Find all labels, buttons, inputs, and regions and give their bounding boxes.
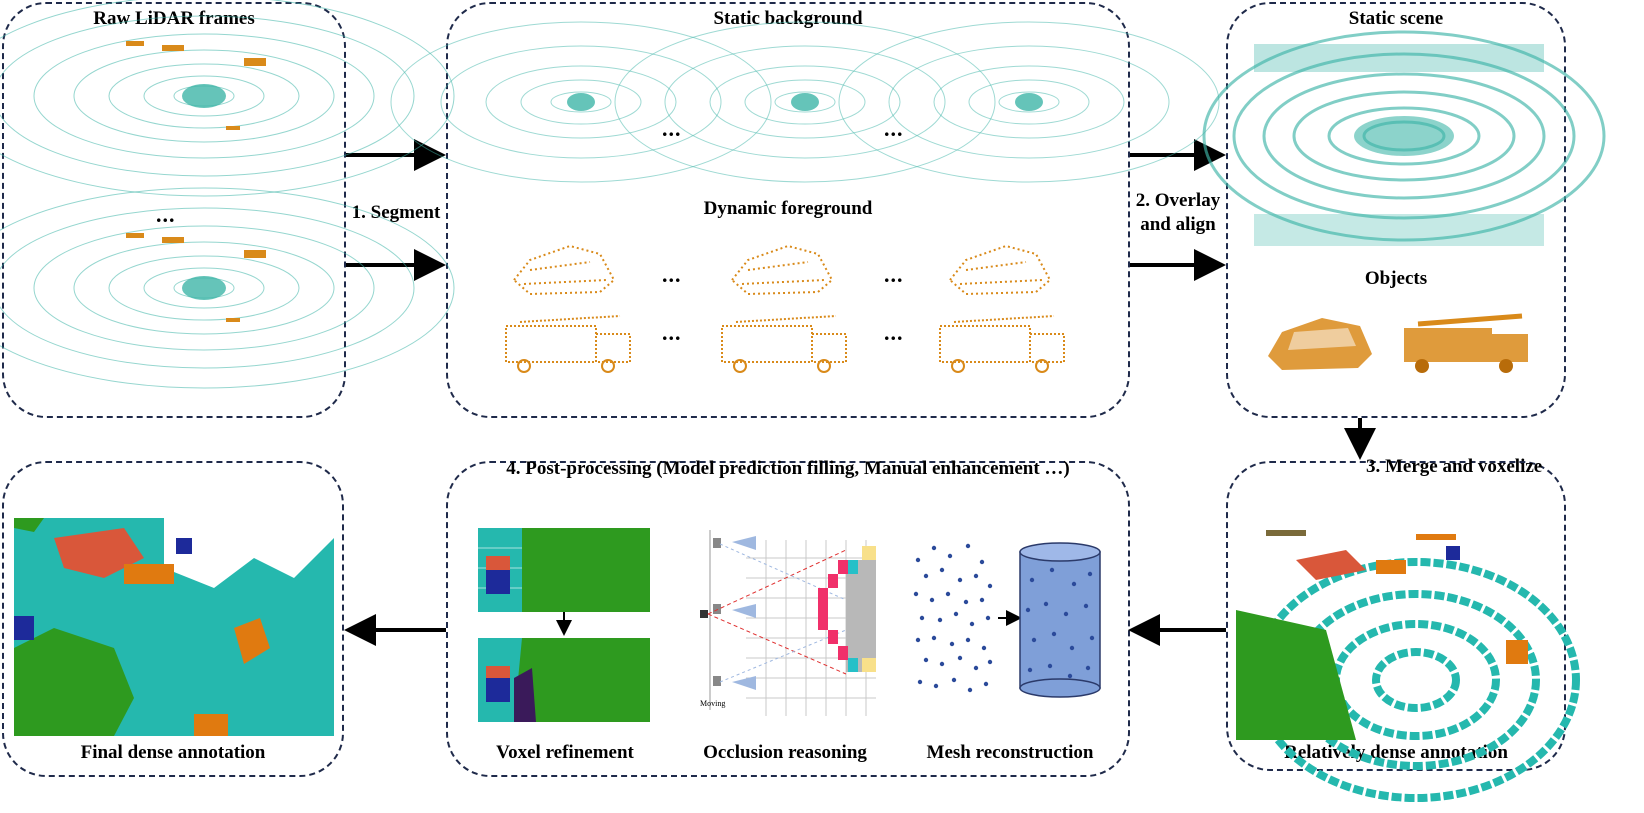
dynamic-car-1: [512, 244, 616, 296]
objects-title: Objects: [1364, 268, 1428, 289]
static-scene-panel: [1226, 2, 1566, 418]
separation-panel: [446, 2, 1130, 418]
dynamic-car-2: [730, 244, 834, 296]
dense-annotation-image: [1236, 520, 1580, 802]
voxel-refinement-image: [478, 528, 650, 722]
step-overlay-line2: and align: [1140, 214, 1216, 235]
post-processing-title: 4. Post-processing (Model prediction fil…: [506, 458, 1070, 479]
static-ellipsis-2: ...: [884, 116, 904, 141]
mesh-reconstruction-image: [913, 542, 1101, 698]
raw-frames-title: Raw LiDAR frames: [93, 8, 255, 29]
step-overlay-line1: 2. Overlay: [1135, 190, 1221, 211]
mesh-reconstruction-label: Mesh reconstruction: [926, 742, 1094, 763]
moving-label: Moving: [700, 699, 725, 708]
dynamic-truck-1: [505, 315, 631, 373]
raw-frames-ellipsis: ...: [156, 202, 176, 227]
static-background-frame-3: [838, 21, 1220, 183]
dynamic-truck-3: [939, 315, 1065, 373]
dynamic-foreground-title: Dynamic foreground: [703, 198, 873, 219]
dynamic-car-3: [948, 244, 1052, 296]
static-scene-image: [1202, 30, 1606, 246]
final-annotation-panel: [2, 461, 344, 777]
final-annotation-label: Final dense annotation: [80, 742, 266, 763]
dynamic-ellipsis-1: ...: [662, 262, 682, 287]
dynamic-ellipsis-3: ...: [662, 320, 682, 345]
dynamic-ellipsis-4: ...: [884, 320, 904, 345]
raw-frame-bottom-image: [0, 187, 455, 389]
static-ellipsis-1: ...: [662, 116, 682, 141]
static-background-frame-1: [390, 21, 772, 183]
dynamic-ellipsis-2: ...: [884, 262, 904, 287]
occlusion-reasoning-label: Occlusion reasoning: [703, 742, 867, 763]
dynamic-truck-2: [721, 315, 847, 373]
final-annotation-image: [14, 518, 334, 736]
static-background-frame-2: [614, 21, 996, 183]
static-scene-title: Static scene: [1348, 8, 1444, 29]
object-truck-image: [1404, 313, 1528, 373]
object-car-image: [1268, 318, 1372, 370]
static-background-title: Static background: [713, 8, 863, 29]
raw-frames-panel: [2, 2, 346, 418]
occlusion-reasoning-image: Moving: [700, 530, 876, 716]
dense-annotation-panel: [1226, 461, 1566, 771]
raw-frame-top-image: [0, 0, 455, 197]
voxel-refinement-label: Voxel refinement: [496, 742, 634, 763]
step-merge-label: 3. Merge and voxelize: [1366, 456, 1543, 477]
lidar-sensor-icon: [700, 538, 721, 686]
step-segment-label: 1. Segment: [351, 202, 441, 223]
